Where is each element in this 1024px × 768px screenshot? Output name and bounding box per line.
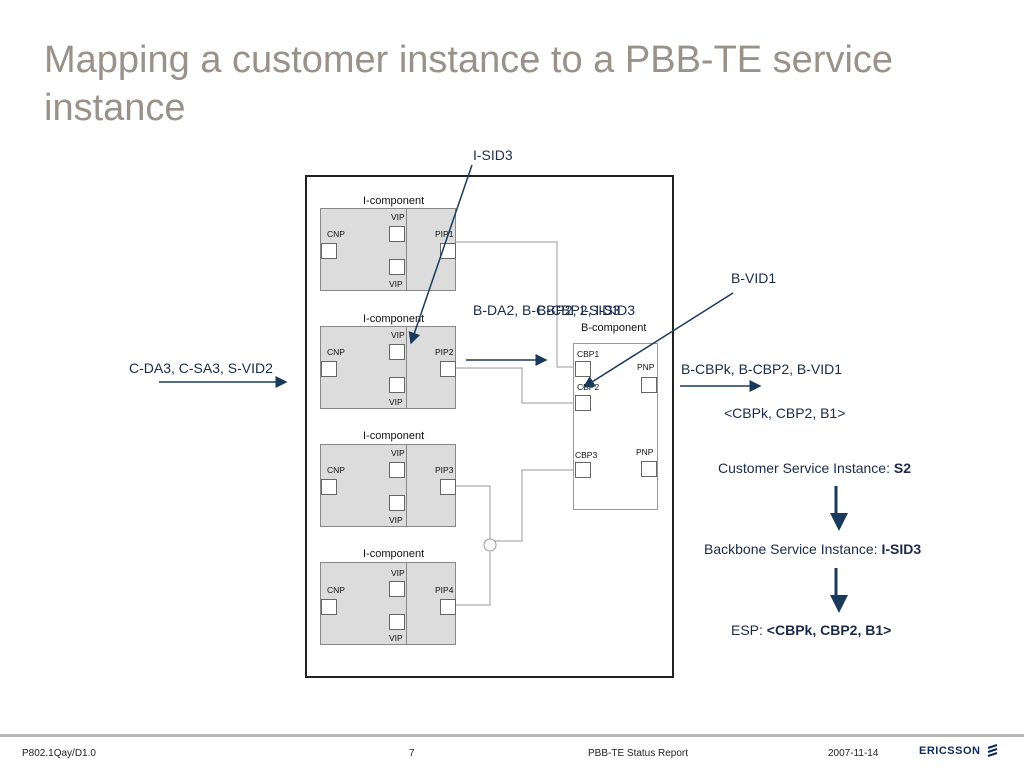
vip-label: VIP <box>389 633 403 643</box>
i-component-1-label: I-component <box>363 195 425 207</box>
pip2-label: PIP2 <box>435 347 454 357</box>
cnp-port <box>321 361 337 377</box>
bda-label: B-DA2, B-CBP2, I-SID3 <box>473 302 621 318</box>
vip-label: VIP <box>391 330 405 340</box>
backbone-service-prefix: Backbone Service Instance: <box>704 541 882 557</box>
backbone-service-instance: Backbone Service Instance: I-SID3 <box>704 541 921 557</box>
bvid-label: B-VID1 <box>731 270 777 286</box>
cbp2-port <box>575 395 591 411</box>
vip-port <box>389 581 405 597</box>
vip-label: VIP <box>389 397 403 407</box>
cnp-label: CNP <box>327 347 345 357</box>
footer-divider <box>0 734 1024 737</box>
cbp1-label: CBP1 <box>577 349 600 359</box>
pip4-port <box>440 599 456 615</box>
footer-date: 2007-11-14 <box>828 748 879 759</box>
ericsson-mark-icon <box>987 744 998 757</box>
vip-port <box>389 377 405 393</box>
cnp-port <box>321 479 337 495</box>
vip-port <box>389 226 405 242</box>
pnp-port <box>641 461 657 477</box>
vip-label: VIP <box>391 448 405 458</box>
bda-label-overlap: B-CBP2, I-SID3 <box>537 302 636 318</box>
cnp-port <box>321 599 337 615</box>
cbp3-port <box>575 462 591 478</box>
pip3-label: PIP3 <box>435 465 454 475</box>
i-component-3: VIP CNP PIP3 VIP <box>320 444 456 527</box>
vip-label: VIP <box>391 568 405 578</box>
outgoing-frame-label: B-CBPk, B-CBP2, B-VID1 <box>681 361 843 377</box>
pnp-port <box>641 377 657 393</box>
pip2-port <box>440 361 456 377</box>
isid-label: I-SID3 <box>473 147 513 163</box>
pip1-label: PIP1 <box>435 229 454 239</box>
pip4-label: PIP4 <box>435 585 454 595</box>
i-component-4: VIP CNP PIP4 VIP <box>320 562 456 645</box>
cnp-label: CNP <box>327 465 345 475</box>
i-component-2-label: I-component <box>363 313 425 325</box>
customer-service-instance: Customer Service Instance: S2 <box>718 460 911 476</box>
i-component-4-label: I-component <box>363 548 425 560</box>
i-component-3-label: I-component <box>363 430 425 442</box>
pnp-label: PNP <box>637 362 655 372</box>
esp-value: <CBPk, CBP2, B1> <box>766 622 892 638</box>
cbp3-label: CBP3 <box>575 450 598 460</box>
vip-port <box>389 614 405 630</box>
cnp-label: CNP <box>327 229 345 239</box>
vip-port <box>389 344 405 360</box>
pnp-label: PNP <box>636 447 654 457</box>
pip3-port <box>440 479 456 495</box>
incoming-frame-label: C-DA3, C-SA3, S-VID2 <box>129 360 273 376</box>
cnp-label: CNP <box>327 585 345 595</box>
backbone-service-value: I-SID3 <box>881 541 922 557</box>
footer-report-title: PBB-TE Status Report <box>588 748 689 759</box>
slide-title: Mapping a customer instance to a PBB-TE … <box>44 39 894 129</box>
customer-service-prefix: Customer Service Instance: <box>718 460 894 476</box>
ericsson-logo: ERICSSON <box>919 744 998 758</box>
esp-instance: ESP: <CBPk, CBP2, B1> <box>731 622 891 638</box>
esp-prefix: ESP: <box>731 622 767 638</box>
vip-port <box>389 495 405 511</box>
bridge-frame <box>305 175 674 678</box>
cnp-port <box>321 243 337 259</box>
customer-service-value: S2 <box>893 460 911 476</box>
vip-label: VIP <box>391 212 405 222</box>
esp-tuple-label: <CBPk, CBP2, B1> <box>724 405 846 421</box>
footer-doc-id: P802.1Qay/D1.0 <box>22 748 96 759</box>
i-component-2: VIP CNP PIP2 VIP <box>320 326 456 409</box>
footer-page-number: 7 <box>409 748 415 759</box>
logo-text: ERICSSON <box>919 744 981 757</box>
vip-label: VIP <box>389 515 403 525</box>
b-component-label: B-component <box>581 322 647 334</box>
vip-port <box>389 259 405 275</box>
vip-label: VIP <box>389 279 403 289</box>
vip-port <box>389 462 405 478</box>
